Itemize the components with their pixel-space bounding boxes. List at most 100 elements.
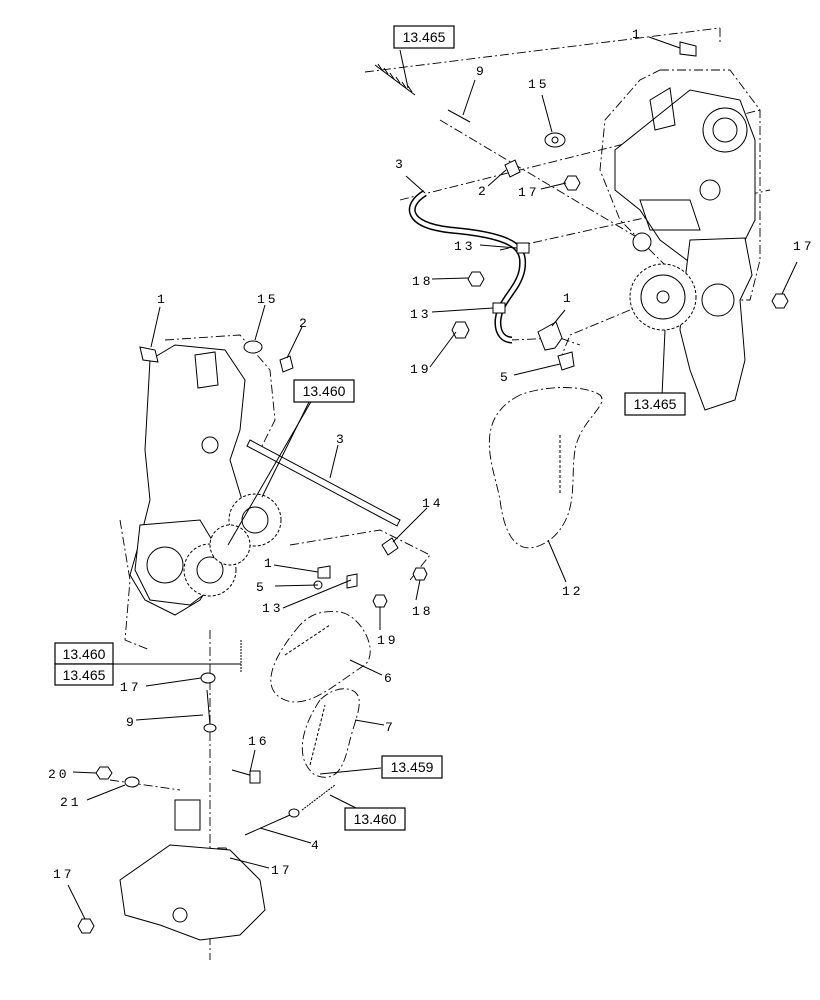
lower-assembly: [77, 334, 431, 960]
ref-label-spring-b: 13.465: [63, 667, 106, 683]
frame-outline-top: [164, 334, 276, 451]
reference-boxes: 13.465 13.460 13.460 13.465 13.459 13.46…: [54, 25, 686, 831]
callout-15-lower: 15: [257, 292, 279, 307]
callout-9-upper: 9: [476, 64, 487, 79]
drive-hub: [701, 283, 735, 317]
callout-1-upper-top: 1: [632, 27, 643, 42]
housing-detail: [639, 87, 701, 231]
callout-5-upper: 5: [500, 370, 511, 385]
callout-18-lower: 18: [412, 604, 434, 619]
frame-boss: [201, 436, 219, 454]
callout-13-upper-b: 13: [410, 307, 432, 322]
washer-21: [124, 776, 140, 788]
callouts-lower: 1 15 2 3 14 1 5 13 18 19 17 6 9 7 16 20 …: [48, 292, 444, 882]
frame-outline-left: [119, 519, 151, 651]
ref-box-lower-assembly: 13.460: [293, 379, 355, 403]
sprocket-middle: [209, 524, 251, 566]
callout-7: 7: [385, 720, 396, 735]
elbow-1-upper: [537, 321, 563, 351]
callout-6: 6: [384, 671, 395, 686]
clip-13-upper: [516, 242, 530, 254]
chain-7: [309, 704, 326, 766]
ref-box-sprocket-upper: 13.465: [624, 392, 686, 416]
callout-19-upper: 19: [410, 362, 432, 377]
callout-13-upper-a: 13: [454, 239, 476, 254]
callout-17-bottom: 17: [53, 867, 75, 882]
upper-sprocket-center: [656, 290, 670, 304]
base-bracket-hole: [172, 907, 188, 923]
callout-12: 12: [562, 584, 584, 599]
callout-17-upper-right: 17: [793, 239, 815, 254]
chain-loop-12: [488, 387, 603, 549]
washer-axis: [109, 779, 181, 791]
callout-13-mid: 13: [262, 601, 284, 616]
callout-14: 14: [422, 496, 444, 511]
nut-20: [95, 766, 113, 780]
callout-16: 16: [248, 734, 270, 749]
callout-3-lower: 3: [336, 432, 347, 447]
chain-loop-7: [301, 688, 360, 778]
callout-17-lower: 17: [271, 863, 293, 878]
ref-label-chain-7: 13.459: [391, 759, 434, 775]
fitting-1-top: [679, 41, 697, 57]
fitting-14: [381, 537, 399, 556]
spring-lower: [301, 784, 336, 811]
bolt-9-eye: [203, 723, 217, 733]
housing-outline: [599, 28, 761, 301]
tube-3-inner: [410, 191, 525, 342]
idler: [632, 232, 652, 252]
nut-18-lower: [412, 567, 428, 581]
bearing-bore: [712, 117, 738, 143]
clip-13-lower: [492, 302, 506, 314]
callout-3-upper: 3: [395, 157, 406, 172]
center-line-upper: [364, 27, 721, 73]
ref-box-upper-left: 13.465: [393, 25, 455, 49]
drive-block: [679, 237, 753, 411]
callout-9-lower: 9: [126, 715, 137, 730]
bolt-16-head: [249, 770, 261, 784]
fitting-5-upper: [557, 351, 575, 371]
sprocket-front-hub: [196, 556, 224, 584]
base-bracket-upper: [174, 799, 201, 831]
nut-18-upper: [467, 271, 485, 287]
axis-line: [439, 119, 651, 246]
callout-20: 20: [48, 767, 70, 782]
center-line-low: [499, 189, 771, 251]
callout-2-lower: 2: [299, 316, 310, 331]
callout-2-upper: 2: [478, 184, 489, 199]
callout-17-upper: 17: [518, 185, 540, 200]
ref-label-spring-a: 13.460: [63, 646, 106, 662]
ref-box-chain-7: 13.459: [381, 755, 443, 779]
bolt-9-lower: [206, 689, 211, 726]
nut-17-upper: [563, 175, 581, 191]
sprocket-line: [559, 309, 631, 361]
ref-label-upper-left: 13.465: [403, 29, 446, 45]
callouts-upper: 9 15 3 2 17 13 18 13 1 19 5 1 17 12: [395, 27, 815, 599]
callout-18-upper: 18: [412, 274, 434, 289]
ref-box-spring-lower: 13.460: [344, 807, 406, 831]
ref-label-spring-lower: 13.460: [354, 811, 397, 827]
bolt-4: [244, 814, 291, 836]
ref-label-lower-assembly: 13.460: [303, 383, 346, 399]
frame-detail: [194, 351, 219, 389]
nut-19-lower: [372, 594, 388, 608]
nut-19-upper: [451, 321, 470, 339]
clip-13-mid: [346, 573, 358, 589]
bolt-9: [447, 109, 471, 123]
callout-5-mid: 5: [256, 580, 267, 595]
nut-17-bottom: [77, 918, 95, 934]
ref-box-spring-stack: 13.460 13.465: [54, 642, 114, 686]
housing-boss: [699, 179, 721, 201]
sprocket-rear-hub: [241, 506, 269, 534]
callout-1-upper-elbow: 1: [563, 291, 574, 306]
drive-housing-bore: [146, 546, 184, 584]
callout-4: 4: [311, 838, 322, 853]
callout-19-lower: 19: [377, 633, 399, 648]
ref-label-sprocket-upper: 13.465: [634, 396, 677, 412]
leader-lines: [67, 36, 798, 920]
bracket-outline: [289, 529, 431, 581]
washer-15-hole: [551, 136, 559, 144]
bolt-4-eye: [288, 808, 300, 818]
fitting-1-mid: [317, 565, 331, 579]
